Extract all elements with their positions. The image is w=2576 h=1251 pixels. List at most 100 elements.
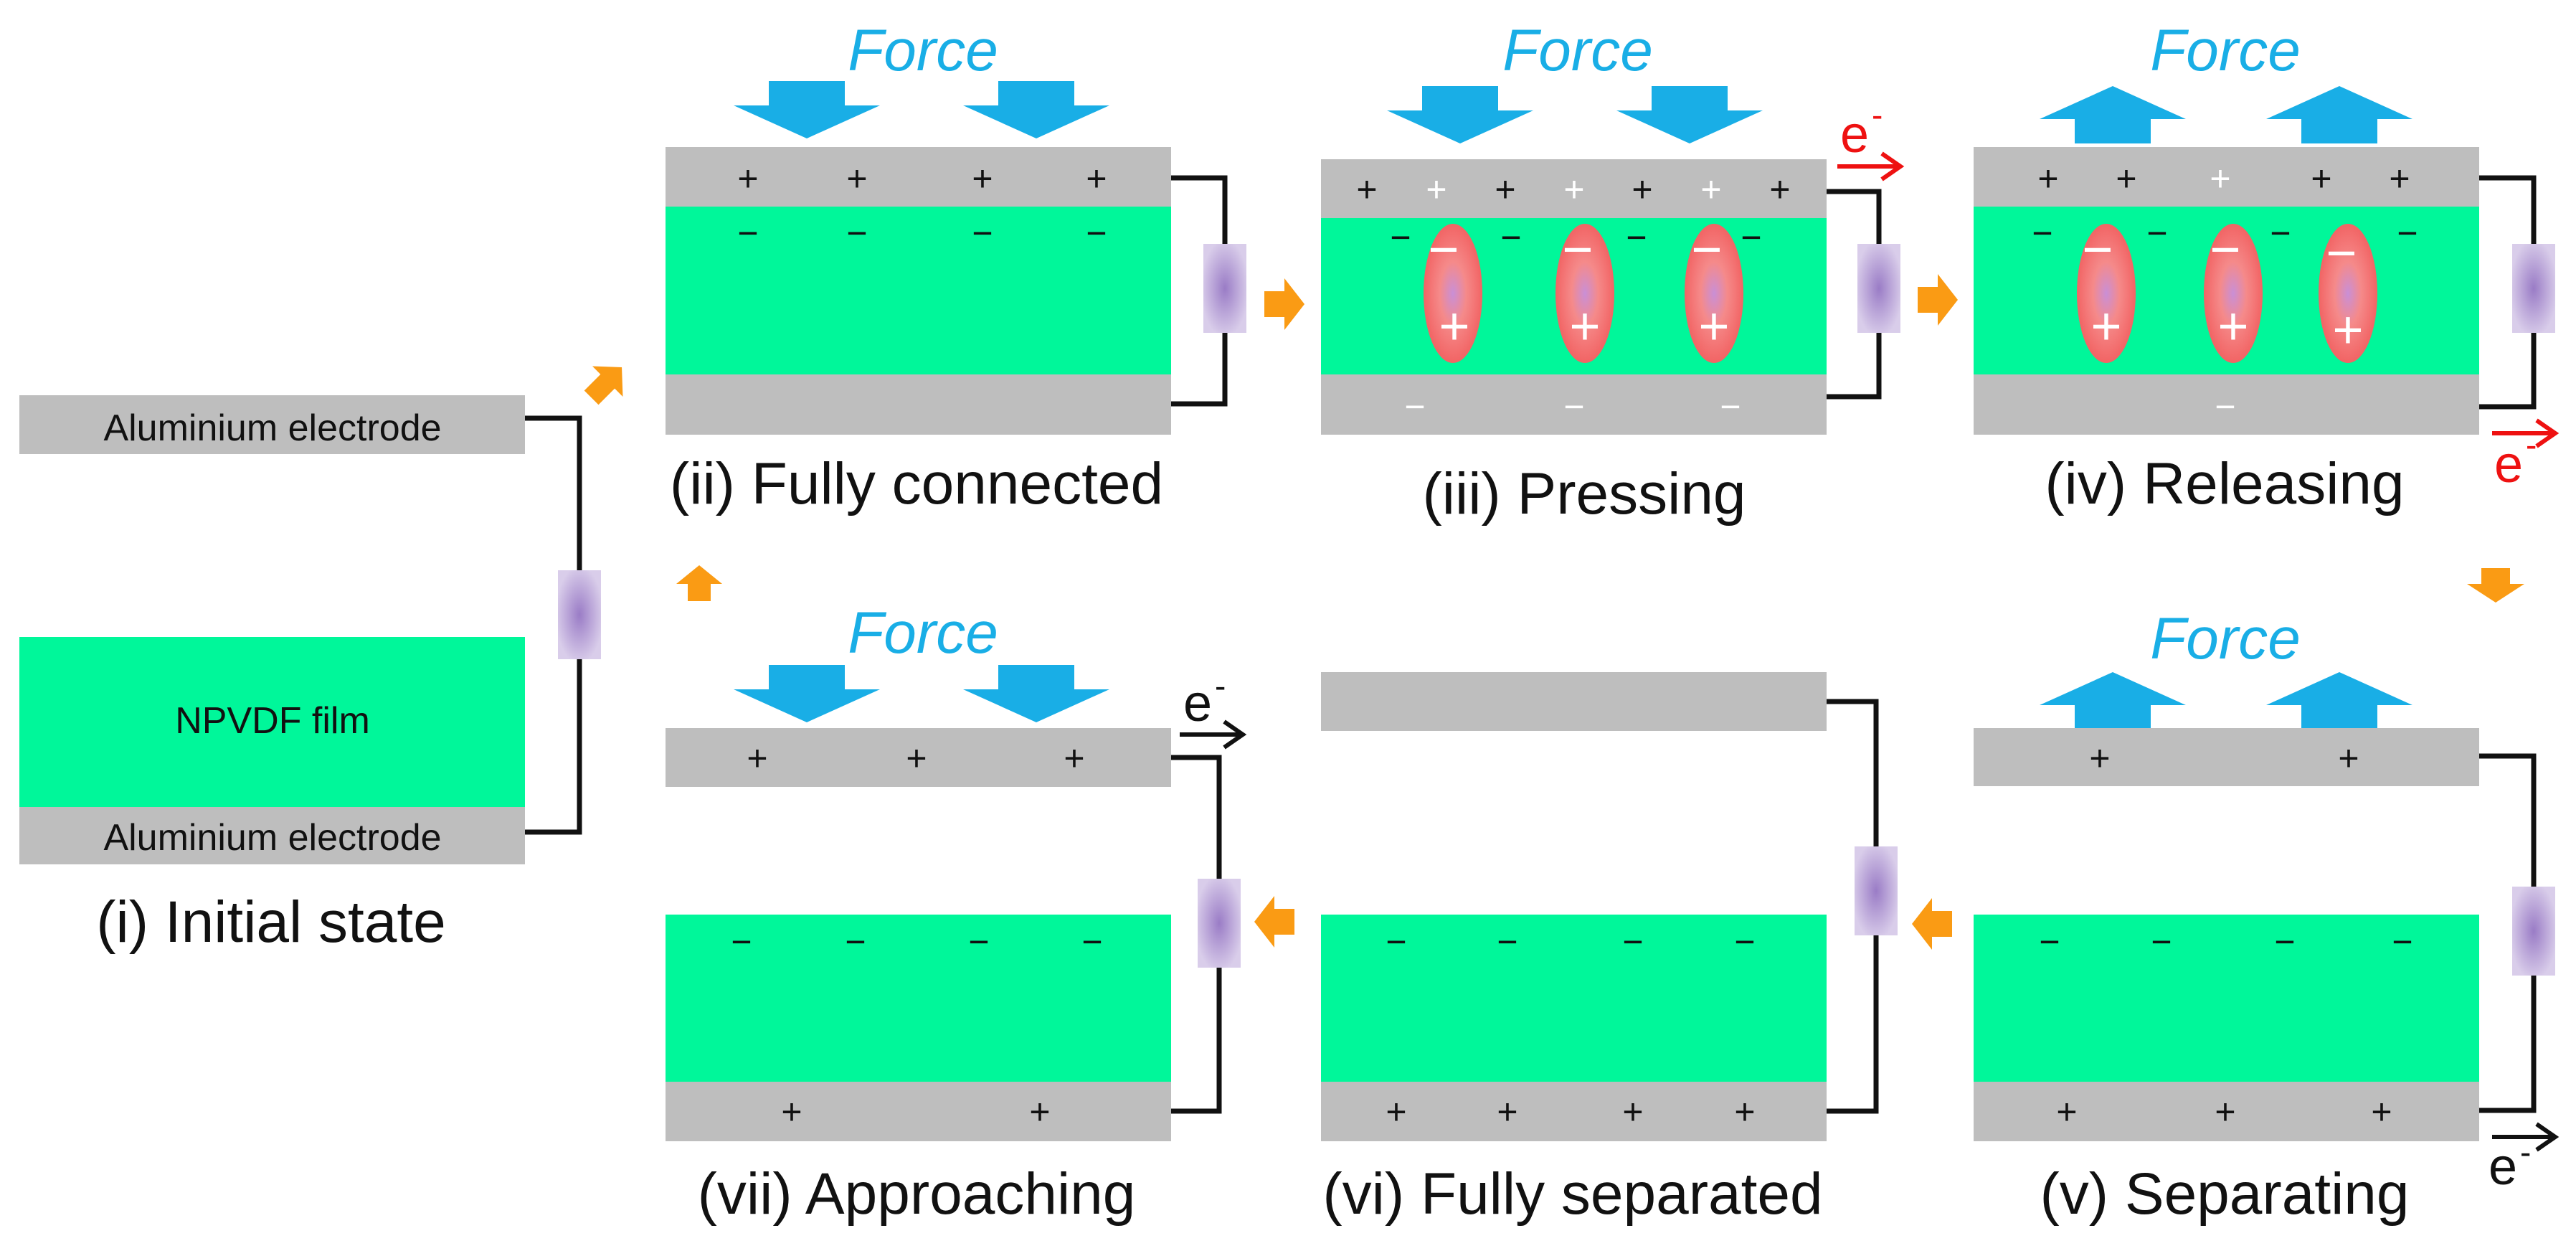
npvdf-film <box>19 637 525 807</box>
flow-arrow-icon <box>2467 568 2524 603</box>
bottom-electrode <box>1321 374 1827 435</box>
surface-charges: + + + + + + + − − − − − − − + + + − − − <box>1356 169 1790 427</box>
svg-text:−: − <box>968 922 989 962</box>
bottom-electrode <box>19 807 525 864</box>
svg-text:−: − <box>2082 219 2113 279</box>
svg-text:+: + <box>2389 159 2410 199</box>
electron-flow-indicator: e - <box>1837 96 1905 181</box>
svg-text:+: + <box>1064 738 1084 778</box>
stage-caption: (ii) Fully connected <box>670 451 1163 516</box>
svg-text:−: − <box>2039 922 2060 962</box>
stage-ii-fully-connected: Force + + + + − − − − (ii) Fully connect… <box>666 18 1246 516</box>
top-electrode <box>666 728 1171 787</box>
stage-vii-approaching: Force + + + − − − − + + e - (vii) Approa… <box>666 600 1247 1227</box>
flow-arrow-icon <box>1254 896 1294 948</box>
svg-text:−: − <box>2210 219 2240 279</box>
flow-arrow-icon <box>676 565 722 601</box>
svg-text:−: − <box>1562 219 1593 279</box>
svg-text:+: + <box>1700 169 1721 209</box>
svg-text:−: − <box>1734 922 1755 962</box>
npvdf-film <box>1974 915 2479 1082</box>
svg-text:−: − <box>1500 217 1521 258</box>
film-label: NPVDF film <box>175 700 370 742</box>
svg-text:+: + <box>2332 300 2363 359</box>
flow-arrow-icon <box>584 366 623 405</box>
svg-text:−: − <box>2270 213 2291 253</box>
svg-text:−: − <box>972 213 993 253</box>
force-label: Force <box>848 600 998 666</box>
svg-text:+: + <box>846 159 867 199</box>
svg-text:+: + <box>2116 159 2136 199</box>
svg-text:-: - <box>1215 667 1226 704</box>
svg-text:−: − <box>1622 922 1643 962</box>
stage-iv-releasing: Force + + + + + − − − − − − − + + + − <box>1974 18 2560 516</box>
svg-text:e: e <box>2489 1138 2517 1196</box>
stage-caption: (v) Separating <box>2040 1161 2409 1227</box>
svg-text:+: + <box>2371 1092 2392 1132</box>
svg-text:−: − <box>2326 223 2357 283</box>
flow-arrow-icon <box>1918 274 1958 326</box>
electron-flow-indicator: e - <box>1180 667 1247 750</box>
force-label: Force <box>2150 18 2301 83</box>
surface-charges: + + − − − − + + + <box>2039 738 2412 1132</box>
svg-text:−: − <box>1741 217 1761 258</box>
flow-arrow-icon <box>1264 278 1304 330</box>
svg-text:−: − <box>2392 922 2412 962</box>
svg-text:−: − <box>2397 213 2418 253</box>
svg-text:+: + <box>2217 296 2248 356</box>
electrode-label: Aluminium electrode <box>103 407 441 449</box>
svg-text:−: − <box>1081 922 1102 962</box>
surface-charges: + + + + + − − − − − − − + + + − <box>2032 159 2418 427</box>
electron-flow-indicator: e - <box>2489 1122 2560 1196</box>
svg-text:+: + <box>1734 1092 1755 1132</box>
svg-text:+: + <box>906 738 927 778</box>
svg-text:+: + <box>2215 1092 2235 1132</box>
svg-text:+: + <box>737 159 758 199</box>
electron-flow-indicator: e - <box>2492 418 2560 494</box>
svg-text:+: + <box>1769 169 1790 209</box>
stage-i-initial-state: Aluminium electrode NPVDF film Aluminium… <box>19 395 601 955</box>
svg-text:+: + <box>1569 296 1600 356</box>
svg-text:−: − <box>846 213 867 253</box>
svg-text:+: + <box>1086 159 1107 199</box>
svg-text:+: + <box>2338 738 2359 778</box>
stage-iii-pressing: Force + + + + + + + − − − − − − − + + + … <box>1321 18 1905 527</box>
svg-text:−: − <box>1563 387 1584 427</box>
top-electrode <box>1321 672 1827 731</box>
svg-text:−: − <box>2274 922 2295 962</box>
top-electrode <box>19 395 525 454</box>
svg-text:+: + <box>1426 169 1446 209</box>
svg-text:+: + <box>972 159 993 199</box>
surface-charges: − − − − + + + + <box>1386 922 1755 1132</box>
stage-v-separating: Force + + − − − − + + + e - (v) Separati… <box>1974 606 2560 1227</box>
svg-text:+: + <box>1439 296 1469 356</box>
svg-text:−: − <box>1497 922 1517 962</box>
surface-charges: + + + + − − − − <box>737 159 1107 253</box>
stage-caption: (vi) Fully separated <box>1322 1161 1822 1227</box>
stage-caption: (iv) Releasing <box>2045 451 2404 516</box>
svg-text:+: + <box>1497 1092 1517 1132</box>
npvdf-film <box>666 207 1171 374</box>
svg-text:+: + <box>2056 1092 2077 1132</box>
svg-text:−: − <box>1086 213 1107 253</box>
bottom-electrode <box>666 374 1171 435</box>
svg-text:-: - <box>1872 96 1883 133</box>
svg-text:+: + <box>1632 169 1652 209</box>
svg-text:+: + <box>1495 169 1515 209</box>
electrode-label: Aluminium electrode <box>103 817 441 859</box>
svg-text:−: − <box>1390 217 1411 258</box>
svg-text:−: − <box>1720 387 1741 427</box>
svg-text:−: − <box>1386 922 1406 962</box>
svg-text:+: + <box>1622 1092 1643 1132</box>
stage-vi-fully-separated: − − − − + + + + (vi) Fully separated <box>1321 672 1898 1227</box>
svg-text:-: - <box>2526 426 2537 463</box>
top-electrode <box>1974 728 2479 786</box>
force-label: Force <box>2150 606 2301 671</box>
svg-text:−: − <box>2215 387 2235 427</box>
svg-text:−: − <box>737 213 758 253</box>
svg-text:+: + <box>2311 159 2331 199</box>
svg-text:e: e <box>1183 675 1212 732</box>
svg-text:+: + <box>781 1092 802 1132</box>
top-electrode <box>1321 159 1827 218</box>
